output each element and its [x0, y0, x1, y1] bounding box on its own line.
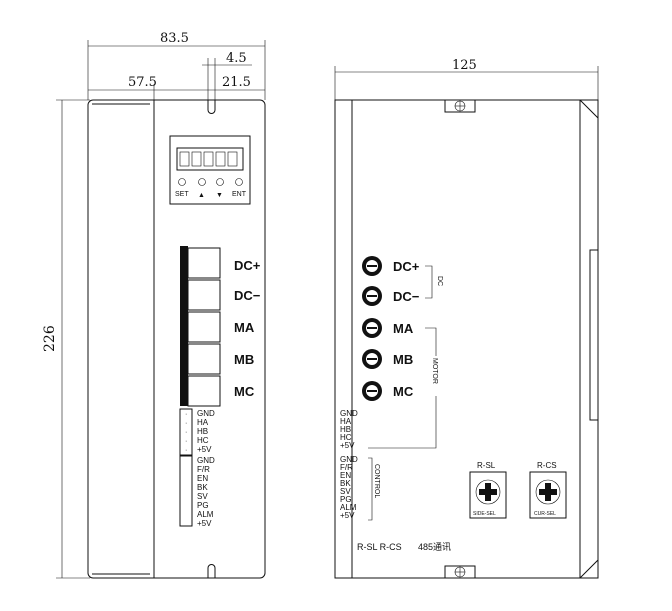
hall-pin-hc: HC [197, 436, 209, 445]
side-ctrl-alm: ALM [340, 503, 357, 512]
side-label-mb: MB [393, 352, 413, 367]
hall-connector[interactable] [179, 408, 193, 456]
terminal-mc[interactable] [187, 375, 221, 407]
side-ctrl-pg: PG [340, 495, 352, 504]
switch-caption-rcs: CUR-SEL [534, 511, 556, 517]
side-hall-ha: HA [340, 417, 352, 426]
hall-pin-ha: HA [197, 418, 209, 427]
rotary-switch-rcs[interactable] [529, 471, 567, 519]
svg-text:·: · [185, 447, 187, 454]
terminal-block-edge [180, 246, 188, 406]
side-label-dc-minus: DC− [393, 289, 420, 304]
front-view: 83.5 4.5 57.5 21.5 226 [42, 31, 266, 579]
side-ctrl-bk: BK [340, 479, 351, 488]
key-label-set: SET [175, 191, 189, 198]
side-label-mc: MC [393, 384, 414, 399]
side-ctrl-fr: F/R [340, 463, 353, 472]
hall-pin-hb: HB [197, 427, 208, 436]
side-ctrl-5v: +5V [340, 511, 355, 520]
side-label-dc-plus: DC+ [393, 259, 420, 274]
dim-total-width: 83.5 [160, 31, 189, 46]
switch-label-rsl: R-SL [477, 461, 496, 470]
key-label-up: ▲ [198, 192, 205, 199]
screw-mc-icon[interactable] [362, 381, 382, 401]
svg-text:·: · [185, 420, 187, 427]
dim-right-width: 21.5 [222, 75, 251, 90]
set-key[interactable] [178, 178, 186, 186]
side-hall-gnd: GND [340, 409, 358, 418]
label-dc-plus: DC+ [234, 258, 261, 273]
seven-segment-display [179, 151, 238, 167]
side-hall-hc: HC [340, 433, 352, 442]
svg-text:·: · [185, 411, 187, 418]
ctrl-pin-alm: ALM [197, 510, 214, 519]
label-mc: MC [234, 384, 255, 399]
hall-pin-5v: +5V [197, 445, 212, 454]
hall-pin-gnd: GND [197, 409, 215, 418]
side-hall-hb: HB [340, 425, 351, 434]
side-ctrl-sv: SV [340, 487, 351, 496]
screw-mb-icon[interactable] [362, 349, 382, 369]
side-ctrl-en: EN [340, 471, 351, 480]
key-label-ent: ENT [232, 191, 247, 198]
screw-dc-minus-icon[interactable] [362, 286, 382, 306]
dim-height: 226 [42, 325, 58, 352]
svg-text:·: · [185, 438, 187, 445]
svg-text:·: · [185, 429, 187, 436]
ctrl-pin-gnd: GND [197, 456, 215, 465]
bottom-switch-caption: R-SL R-CS [357, 542, 402, 552]
switch-label-rcs: R-CS [537, 461, 557, 470]
ctrl-pin-bk: BK [197, 483, 208, 492]
switch-caption-rsl: SIDE-SEL [473, 511, 496, 517]
down-key[interactable] [216, 178, 224, 186]
rotary-switch-rsl[interactable] [469, 471, 507, 519]
control-connector[interactable] [179, 455, 193, 527]
label-ma: MA [234, 320, 255, 335]
dim-left-width: 57.5 [128, 75, 157, 90]
comm-caption: 485通讯 [418, 542, 451, 552]
side-view: 125 [334, 58, 599, 579]
label-dc-minus: DC− [234, 288, 261, 303]
side-label-ma: MA [393, 321, 414, 336]
terminal-mb[interactable] [187, 343, 221, 375]
key-label-down: ▼ [216, 192, 223, 199]
terminal-dc-minus[interactable] [187, 279, 221, 311]
ctrl-pin-5v: +5V [197, 519, 212, 528]
side-hall-5v: +5V [340, 441, 355, 450]
ctrl-pin-sv: SV [197, 492, 208, 501]
screw-ma-icon[interactable] [362, 318, 382, 338]
terminal-dc-plus[interactable] [187, 247, 221, 279]
ctrl-pin-fr: F/R [197, 465, 210, 474]
ctrl-pin-pg: PG [197, 501, 209, 510]
control-group-label: CONTROL [373, 464, 380, 498]
motor-group-label: MOTOR [431, 358, 438, 384]
ctrl-pin-en: EN [197, 474, 208, 483]
screw-dc-plus-icon[interactable] [362, 256, 382, 276]
dim-slot: 4.5 [226, 51, 247, 66]
side-ctrl-gnd: GND [340, 455, 358, 464]
dc-group-label: DC [436, 276, 443, 286]
ent-key[interactable] [235, 178, 243, 186]
up-key[interactable] [198, 178, 206, 186]
dim-side-length: 125 [452, 58, 477, 73]
label-mb: MB [234, 352, 254, 367]
terminal-ma[interactable] [187, 311, 221, 343]
